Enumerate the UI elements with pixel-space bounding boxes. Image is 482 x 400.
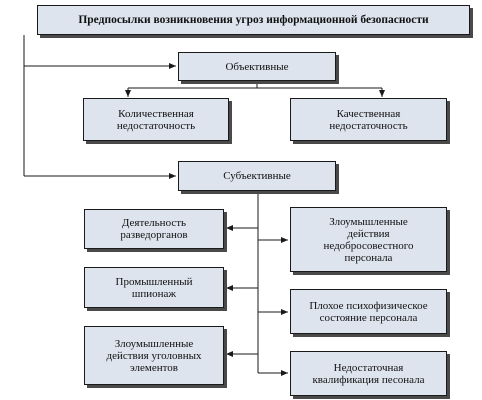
intelligence-activity-label: Деятельность разведорганов: [120, 217, 188, 241]
objective-box: Объективные: [178, 52, 336, 81]
subjective-label: Субъективные: [223, 170, 291, 182]
subjective-box: Субъективные: [178, 161, 336, 191]
intelligence-activity-box: Деятельность разведорганов: [84, 209, 224, 249]
staff-qualification-box: Недостаточная квалификация песонала: [290, 351, 447, 396]
psychophysical-state-label: Плохое психофизическое состояние персона…: [309, 299, 428, 324]
industrial-espionage-label: Промышленный шпионаж: [115, 275, 193, 300]
objective-label: Объективные: [225, 60, 289, 73]
qualitative-insufficiency-label: Качественная недостаточность: [329, 107, 408, 132]
quantitative-insufficiency-label: Количественная недостаточность: [116, 107, 196, 132]
staff-qualification-label: Недостаточная квалификация песонала: [312, 361, 425, 386]
psychophysical-state-box: Плохое психофизическое состояние персона…: [290, 289, 447, 334]
main-title-box: Предпосылки возникновения угроз информац…: [37, 5, 470, 35]
malicious-staff-box: Злоумышленные действия недобросовестного…: [290, 207, 447, 272]
criminal-actions-box: Злоумышленные действия уголовных элемент…: [84, 326, 224, 385]
industrial-espionage-box: Промышленный шпионаж: [84, 267, 224, 308]
qualitative-insufficiency-box: Качественная недостаточность: [290, 98, 447, 141]
criminal-actions-label: Злоумышленные действия уголовных элемент…: [106, 337, 202, 374]
quantitative-insufficiency-box: Количественная недостаточность: [83, 98, 229, 141]
malicious-staff-label: Злоумышленные действия недобросовестного…: [323, 215, 414, 264]
main-title: Предпосылки возникновения угроз информац…: [78, 14, 429, 26]
